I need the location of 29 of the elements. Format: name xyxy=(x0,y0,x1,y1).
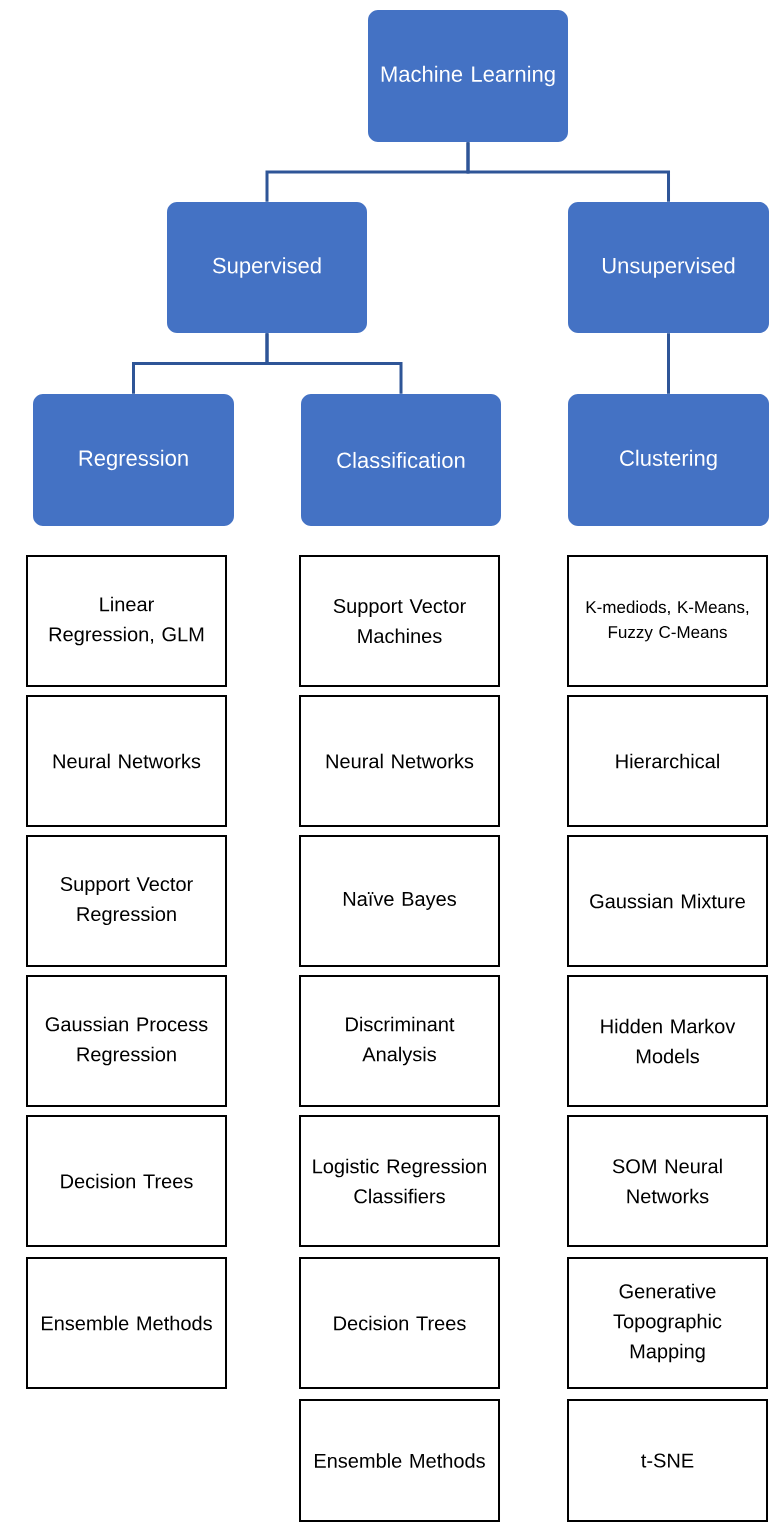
method-box: Neural Networks xyxy=(299,695,500,827)
method-box: Support Vector Machines xyxy=(299,555,500,687)
method-box: Discriminant Analysis xyxy=(299,975,500,1107)
method-box: Ensemble Methods xyxy=(299,1399,500,1522)
method-box: Generative Topographic Mapping xyxy=(567,1257,768,1389)
category-box: Unsupervised xyxy=(568,202,769,333)
method-box: Hidden Markov Models xyxy=(567,975,768,1107)
method-box: t-SNE xyxy=(567,1399,768,1522)
method-box: SOM Neural Networks xyxy=(567,1115,768,1247)
connector xyxy=(667,333,670,394)
method-box: Support Vector Regression xyxy=(26,835,227,967)
method-box: Ensemble Methods xyxy=(26,1257,227,1389)
method-box: Logistic Regression Classifiers xyxy=(299,1115,500,1247)
category-box: Machine Learning xyxy=(368,10,568,142)
method-box: Hierarchical xyxy=(567,695,768,827)
connector xyxy=(466,142,670,202)
connector xyxy=(265,333,403,394)
method-box: Neural Networks xyxy=(26,695,227,827)
category-box: Classification xyxy=(301,394,501,526)
method-box: K-mediods, K-Means, Fuzzy C-Means xyxy=(567,555,768,687)
category-box: Supervised xyxy=(167,202,367,333)
method-box: Linear Regression, GLM xyxy=(26,555,227,687)
method-box: Naïve Bayes xyxy=(299,835,500,967)
category-box: Regression xyxy=(33,394,234,526)
method-box: Gaussian Process Regression xyxy=(26,975,227,1107)
method-box: Decision Trees xyxy=(26,1115,227,1247)
category-box: Clustering xyxy=(568,394,769,526)
method-box: Decision Trees xyxy=(299,1257,500,1389)
method-box: Gaussian Mixture xyxy=(567,835,768,967)
